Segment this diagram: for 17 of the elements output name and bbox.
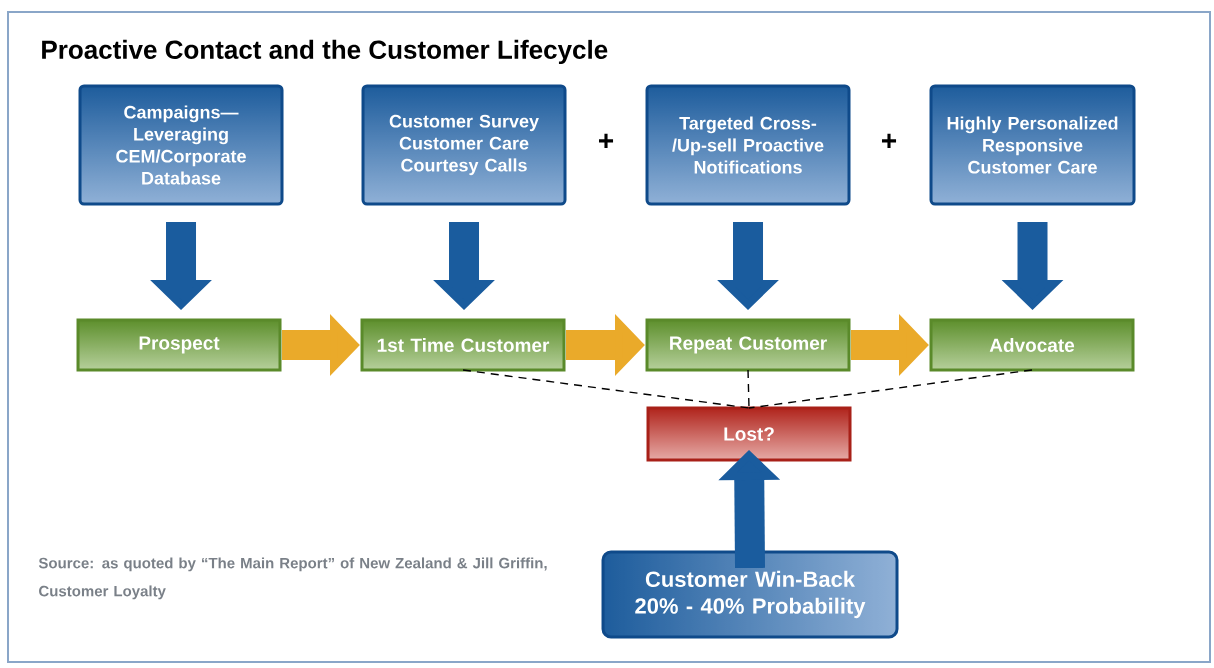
plus-sign: + [599, 133, 614, 148]
plus-sign: + [882, 133, 897, 148]
action-box: Highly Personalized Responsive Customer Care [929, 84, 1136, 206]
dashed-line [748, 369, 1033, 409]
action-box: Campaigns—Leveraging CEM/Corporate Database [78, 84, 284, 206]
stage-box: Advocate [929, 318, 1135, 372]
action-box: Targeted Cross-/Up-sell Proactive Notifications [645, 84, 851, 206]
dashed-line [747, 369, 750, 409]
action-box: Customer Survey Customer Care Courtesy Calls [361, 84, 567, 206]
lost-box: Lost? [646, 406, 852, 462]
stage-box: Repeat Customer [645, 318, 851, 372]
source-note: Source: as quoted by “The Main Report” of New Zealand & Jill Griffin, Customer Loyalty [38, 557, 547, 600]
dashed-line [462, 369, 750, 409]
stage-box: 1st Time Customer [360, 318, 566, 372]
win-back-box: Customer Win-Back 20% - 40% Probability [601, 550, 899, 639]
title: Proactive Contact and the Customer Lifecycle [42, 39, 608, 65]
stage-box: Prospect [76, 318, 282, 372]
